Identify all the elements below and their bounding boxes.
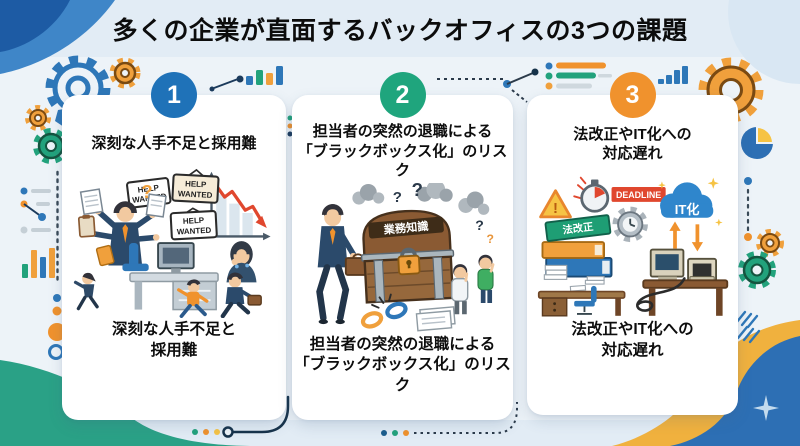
smoke-clouds — [351, 182, 489, 215]
it-cloud: IT化 — [657, 177, 723, 227]
svg-text:WANTED: WANTED — [177, 226, 212, 237]
svg-text:?: ? — [392, 188, 401, 205]
bar-chart-icon — [658, 66, 688, 84]
fleeing-employees — [73, 272, 262, 318]
chest-label: 業務知識 — [382, 218, 429, 236]
svg-text:?: ? — [486, 232, 493, 246]
black-box-illustration: ? ? ? ? — [315, 182, 494, 331]
help-wanted-sign: HELP WANTED — [171, 168, 220, 204]
sparkle-icon — [753, 395, 779, 421]
pie-chart-icon — [741, 125, 775, 159]
knowledge-chest: 業務知識 — [360, 209, 454, 304]
card-title: 担当者の突然の退職による 「ブラックボックス化」のリスク — [297, 123, 508, 179]
law-book-label: 法改正 — [561, 220, 593, 237]
svg-text:?: ? — [475, 216, 484, 232]
bottom-dotted-connector — [381, 402, 518, 436]
top-left-wave-blob — [0, 0, 115, 74]
bar-chart-icon — [246, 66, 283, 85]
card-caption: 深刻な人手不足と 採用難 — [111, 321, 236, 359]
card-caption: 法改正やIT化への 対応遅れ — [571, 321, 694, 359]
list-icon — [545, 62, 612, 90]
svg-text:HELP: HELP — [183, 216, 205, 226]
it-cloud-label: IT化 — [674, 202, 699, 217]
line-chart-icon — [209, 75, 244, 92]
gear-icon — [756, 229, 784, 257]
gear-icon — [25, 105, 51, 131]
sparkle-icon — [657, 181, 666, 189]
svg-text:DEADLINE: DEADLINE — [615, 190, 660, 200]
gear-clock-icon — [611, 206, 648, 243]
leaving-employee — [315, 203, 371, 324]
top-right-circle-blob — [728, 0, 800, 84]
svg-text:?: ? — [411, 183, 422, 200]
bar-chart-icon — [22, 248, 55, 278]
gear-icon — [738, 251, 776, 289]
confused-coworkers — [450, 254, 494, 314]
bottom-connector-line — [192, 395, 290, 438]
page-title: 多くの企業が直面するバックオフィスの3つの課題 — [112, 17, 688, 45]
title-band — [0, 0, 800, 57]
law-it-delay-illustration: ! DEADLINE — [537, 176, 728, 317]
challenge-card-2: 2 担当者の突然の退職による 「ブラックボックス化」のリスク ? ? ? ? — [292, 72, 513, 420]
challenge-card-3: 3 法改正やIT化への 対応遅れ ! DEADLINE — [527, 72, 738, 415]
svg-text:WANTED: WANTED — [178, 189, 213, 200]
svg-text:HELP: HELP — [137, 183, 160, 195]
list-icon — [20, 187, 51, 234]
sparkle-icon — [714, 218, 723, 227]
card-title: 法改正やIT化への 対応遅れ — [573, 125, 692, 163]
overworked-worker: ? — [77, 181, 167, 267]
paperwork-desk — [537, 264, 625, 317]
svg-text:!: ! — [553, 200, 558, 217]
sparkle-icon — [707, 177, 719, 189]
question-mark: ? — [141, 181, 152, 202]
card-title: 深刻な人手不足と採用難 — [91, 135, 257, 153]
warning-icon: ! — [538, 189, 572, 219]
gear-icon — [33, 128, 69, 164]
help-wanted-sign: HELP WANTED — [169, 207, 218, 241]
documents — [415, 305, 456, 331]
gear-icon — [109, 57, 141, 89]
dotted-line — [744, 177, 752, 241]
dots — [287, 115, 293, 137]
zigzag-connector — [437, 68, 539, 103]
card-number-badge: 2 — [379, 72, 426, 118]
deadline-tag: DEADLINE — [611, 187, 666, 202]
question-marks: ? ? ? ? — [392, 183, 493, 246]
labor-shortage-illustration: HELP WANTED HELP WANTED HELP WANTED — [73, 168, 271, 318]
svg-text:HELP: HELP — [185, 179, 207, 189]
broken-chain — [360, 293, 408, 329]
dots — [48, 294, 66, 360]
old-computers-desk — [635, 248, 728, 316]
sync-arrows — [668, 221, 703, 252]
card-caption: 担当者の突然の退職による 「ブラックボックス化」のリスク — [294, 335, 511, 395]
challenge-card-1: 1 深刻な人手不足と採用難 HELP WANTED — [62, 72, 286, 420]
card-number-badge: 1 — [151, 72, 197, 118]
stopwatch-icon — [572, 176, 609, 213]
card-number-badge: 3 — [609, 72, 656, 118]
